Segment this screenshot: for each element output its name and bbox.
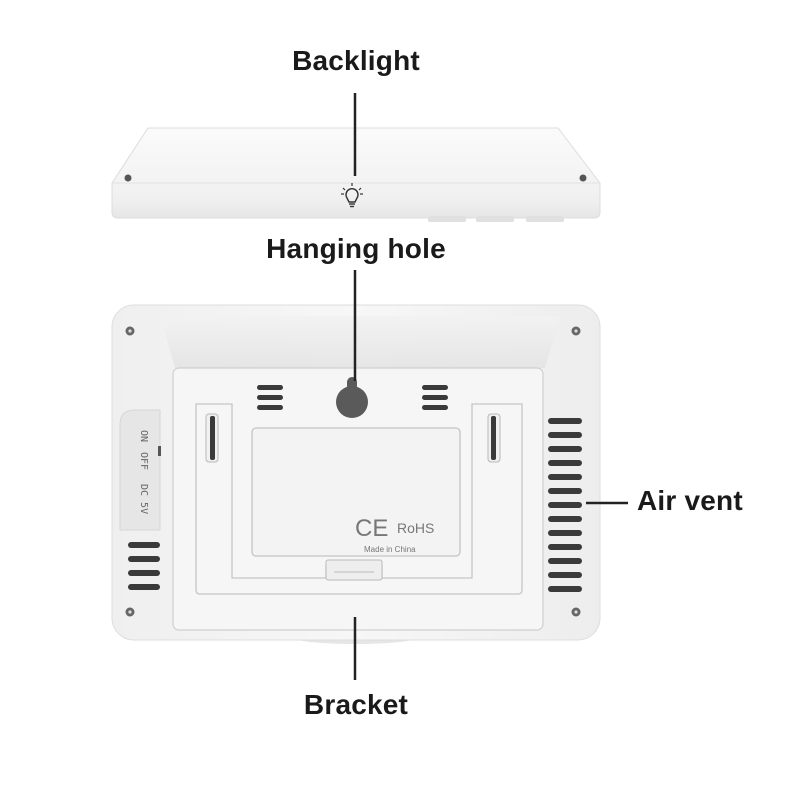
device-back-view <box>111 304 601 644</box>
screw-icon <box>571 326 581 336</box>
screw-icon <box>571 607 581 617</box>
power-input-label: DC 5V <box>138 484 149 514</box>
origin-text: Made in China <box>364 545 416 554</box>
battery-cover <box>251 427 461 557</box>
screw-icon <box>125 607 135 617</box>
screw-icon <box>125 326 135 336</box>
top-button <box>428 216 466 222</box>
callout-bracket: Bracket <box>303 689 409 720</box>
switch-on-label: ON <box>138 430 149 442</box>
ce-mark: CE <box>355 515 388 542</box>
callout-backlight: Backlight <box>292 45 420 76</box>
air-vent-top-right <box>422 385 448 410</box>
top-button <box>526 216 564 222</box>
top-button <box>476 216 514 222</box>
air-vent-left <box>128 542 160 590</box>
lightbulb-icon <box>341 183 363 208</box>
callout-air-vent: Air vent <box>637 485 743 516</box>
air-vent-top-left <box>257 385 283 410</box>
battery-latch <box>325 559 383 581</box>
leader-lines <box>353 93 628 680</box>
callout-hanging-hole: Hanging hole <box>266 233 446 264</box>
air-vent-right <box>548 418 582 592</box>
rohs-mark: RoHS <box>397 520 434 536</box>
switch-off-label: OFF <box>138 452 149 470</box>
